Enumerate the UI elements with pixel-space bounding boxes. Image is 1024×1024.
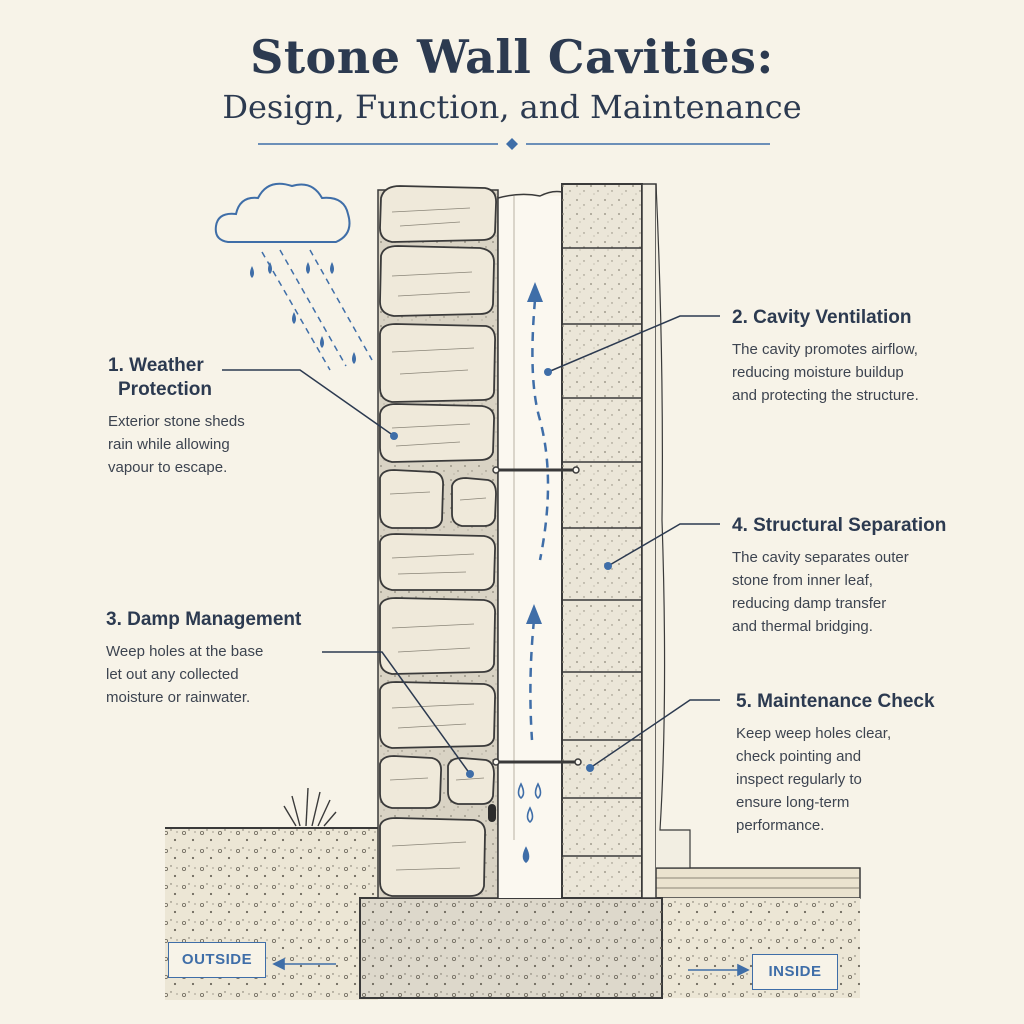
rain-lines bbox=[261, 249, 373, 371]
title-line-2: Design, Function, and Maintenance bbox=[222, 88, 802, 126]
callout-body-line: and thermal bridging. bbox=[732, 618, 873, 635]
callout-body-line: let out any collected bbox=[106, 666, 239, 683]
callout-heading: 3. Damp Management bbox=[106, 609, 302, 630]
callout-body-line: rain while allowing bbox=[108, 436, 230, 453]
callout-body-line: reducing moisture buildup bbox=[732, 364, 904, 381]
callout-heading: 5. Maintenance Check bbox=[736, 691, 935, 712]
wall-tie-lower bbox=[492, 758, 582, 766]
callout-structural-separation: 4. Structural Separation The cavity sepa… bbox=[732, 514, 1002, 638]
callout-body-line: reducing damp transfer bbox=[732, 595, 887, 612]
raindrop-icon bbox=[250, 262, 356, 364]
inside-label: INSIDE bbox=[752, 954, 838, 990]
raindrop-icon bbox=[517, 782, 542, 864]
callout-body-line: inspect regularly to bbox=[736, 771, 862, 788]
callout-body-line: check pointing and bbox=[736, 748, 862, 765]
callout-body-line: The cavity promotes airflow, bbox=[732, 341, 918, 358]
cloud-icon bbox=[214, 182, 351, 243]
callout-body-line: Keep weep holes clear, bbox=[736, 725, 892, 742]
callout-heading: 1. Weather bbox=[108, 355, 204, 376]
callout-heading: Protection bbox=[118, 379, 212, 400]
stone-blocks bbox=[379, 185, 497, 897]
inner-plaster bbox=[641, 183, 657, 899]
airflow-arrow-icon bbox=[529, 299, 550, 741]
grass-icon bbox=[283, 787, 337, 827]
callout-body-line: stone from inner leaf, bbox=[732, 572, 873, 589]
title-line-1: Stone Wall Cavities: bbox=[250, 30, 774, 84]
callout-body-line: The cavity separates outer bbox=[732, 549, 909, 566]
wall-cavity bbox=[498, 196, 562, 898]
callout-body-line: vapour to escape. bbox=[108, 459, 228, 476]
callout-markers bbox=[390, 368, 612, 778]
callout-body-line: Weep holes at the base bbox=[106, 643, 264, 660]
callout-body-line: performance. bbox=[736, 817, 825, 834]
weep-hole bbox=[488, 804, 496, 822]
callout-heading: 2. Cavity Ventilation bbox=[732, 307, 912, 328]
leader-lines bbox=[222, 315, 720, 775]
callout-maintenance-check: 5. Maintenance Check Keep weep holes cle… bbox=[736, 690, 996, 837]
title-divider bbox=[258, 138, 770, 150]
wall-tie-upper bbox=[492, 466, 580, 474]
callout-weather-protection: 1. Weather Protection Exterior stone she… bbox=[108, 354, 358, 479]
callout-body-line: moisture or rainwater. bbox=[106, 689, 251, 706]
block-joints bbox=[562, 247, 642, 857]
callout-damp-management: 3. Damp Management Weep holes at the bas… bbox=[106, 608, 356, 709]
callout-heading: 4. Structural Separation bbox=[732, 515, 947, 536]
outside-label: OUTSIDE bbox=[168, 942, 266, 978]
callout-body-line: Exterior stone sheds bbox=[108, 413, 245, 430]
callout-body-line: and protecting the structure. bbox=[732, 387, 919, 404]
callout-body-line: ensure long-term bbox=[736, 794, 850, 811]
callout-cavity-ventilation: 2. Cavity Ventilation The cavity promote… bbox=[732, 306, 1002, 407]
interior-floor bbox=[654, 867, 861, 899]
